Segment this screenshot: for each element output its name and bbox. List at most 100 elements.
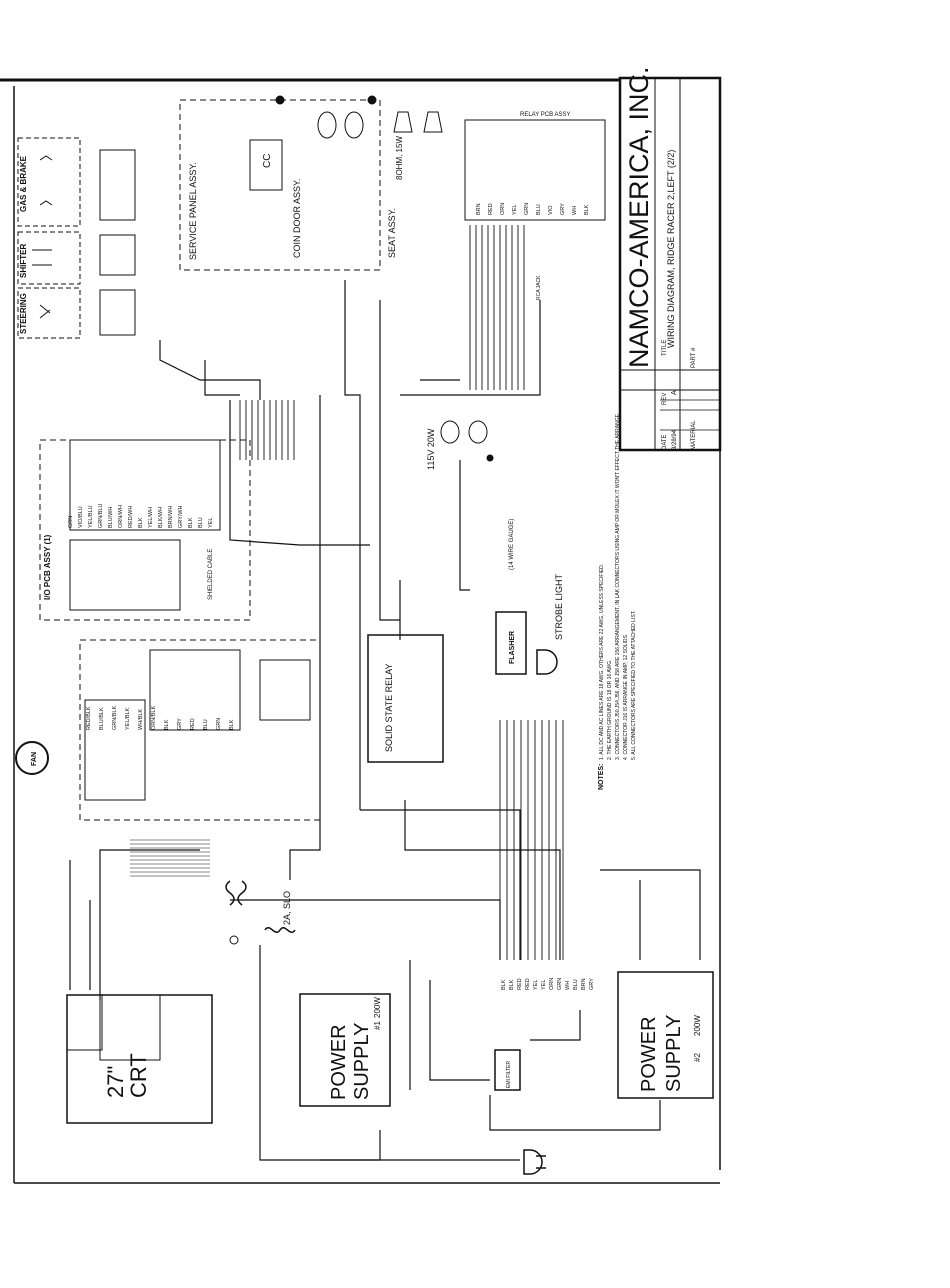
lamp-label: 115V 20W — [426, 428, 436, 470]
relay-pin-label: GRN — [524, 203, 530, 215]
wire-path — [360, 809, 521, 960]
relay-pin-label: RED — [488, 203, 494, 215]
ps2-num: #2 — [693, 1053, 702, 1062]
ps2-watt: 200W — [693, 1015, 702, 1036]
note-5: 5. ALL CONNECTORS ARE SPECIFIED TO THE A… — [631, 610, 637, 760]
io-top-wire-label: YEL/WH — [148, 507, 154, 528]
io-top-wire-label: ORN/WH — [118, 505, 124, 528]
io-top-wire-label: BRN/WH — [168, 506, 174, 528]
service-panel-label: SERVICE PANEL ASSY. — [188, 162, 198, 260]
fuse-transformer — [225, 880, 296, 945]
relay-pin-label: BRN — [476, 203, 482, 215]
wiring-harness — [69, 225, 701, 1161]
psu-wire-label: BLK — [501, 979, 507, 990]
relay-pin-label: YEL — [512, 205, 518, 215]
relay-pin-label: ORN — [500, 203, 506, 215]
crt-size: 27" — [103, 1066, 128, 1098]
wire-path — [99, 849, 200, 1000]
strobe-light — [536, 649, 558, 675]
io-bottom-wire-label: WH/BLK — [138, 709, 144, 730]
io-top-wire-label: YEL — [208, 518, 214, 528]
gas-brake-label: GAS & BRAKE — [19, 155, 28, 212]
wire-path — [530, 1010, 581, 1041]
io-bottom-wire-label: YEL/BLK — [125, 707, 131, 730]
ssr-label: SOLID STATE RELAY — [384, 663, 394, 752]
io-top-wire-label: BLK — [138, 517, 144, 528]
note-2: 2. THE EARTH GROUND IS 18 OR 16 AWG. — [607, 660, 613, 761]
relay-pin-label: BLU — [536, 204, 542, 215]
steering-label: STEERING — [19, 293, 28, 334]
part-label: PART # — [691, 347, 697, 368]
fuse-label: 2A, SLO — [282, 891, 292, 925]
psu-wire-label: RED — [525, 978, 531, 990]
wire-path — [404, 800, 561, 960]
notes: NOTES: 1. ALL DC AND AC LINES ARE 18 AWG… — [598, 413, 637, 790]
fan — [15, 741, 49, 775]
speaker-label: 8OHM, 15W — [395, 136, 404, 180]
io-bottom-wire-label: GRN — [216, 718, 222, 730]
lamps — [440, 420, 494, 462]
title-field-label: TITLE — [662, 340, 668, 356]
psu-wire-label: GRN — [557, 978, 563, 990]
wire-path — [379, 300, 400, 621]
power-supply-2-box — [617, 971, 714, 1099]
note-3: 3. CONNECTORS J50,J54,J56, AND J58 ARE 1… — [615, 413, 621, 760]
date-value: 3/28/94 — [672, 429, 678, 450]
io-top-wire-label: BLK/WH — [158, 507, 164, 528]
upper-assemblies — [179, 95, 606, 271]
wire-path — [429, 980, 490, 1081]
io-top-wire-label: GRN — [68, 516, 74, 528]
wire-path — [229, 400, 370, 546]
emi-filter-label: EMI FILTER — [506, 1060, 512, 1088]
company-name: NAMCO-AMERICA, INC. — [624, 66, 654, 368]
note-4: 4. CONNECTOR J16 IS ARRANGE IN AMP, 12 S… — [623, 634, 629, 760]
relay-pcb-label: RELAY PCB ASSY — [520, 112, 570, 118]
ac-plug — [523, 1149, 546, 1175]
power-supply-1-box — [299, 993, 391, 1107]
ps1-power: POWER — [328, 1024, 350, 1100]
coin-door-label: COIN DOOR ASSY. — [292, 179, 302, 258]
io-bottom-wire-label: RED/BLK — [86, 706, 92, 730]
flasher — [495, 611, 527, 675]
psu-wire-label: BRN — [581, 978, 587, 990]
io-top-wire-label: BLU — [198, 517, 204, 528]
io-top-wire-label: VIO/BLU — [78, 506, 84, 528]
date-label: DATE — [662, 434, 668, 450]
cc-label: CC — [262, 154, 273, 168]
relay-pin-label: BLK — [584, 204, 590, 215]
psu-wire-label: WH — [565, 981, 571, 990]
note-1: 1. ALL DC AND AC LINES ARE 18 AWG, OTHER… — [599, 564, 605, 760]
io-bottom-wire-label: ORN/BLK — [151, 706, 157, 730]
wire-path — [400, 300, 541, 396]
relay-pin-label: GRY — [560, 203, 566, 215]
emi-filter — [494, 1049, 521, 1091]
wire-path — [204, 360, 240, 396]
io-pcb — [39, 439, 251, 621]
notes-heading: NOTES: — [598, 764, 605, 790]
ps1-watt: 200W — [373, 997, 382, 1018]
wire-path — [600, 869, 701, 960]
psu-wire-label: ORN — [549, 978, 555, 990]
shifter-label: SHIFTER — [19, 244, 28, 278]
io-top-wire-label: RED/WH — [128, 506, 134, 528]
wire-path — [230, 899, 501, 960]
io-bottom-wire-label: BLU/BLK — [99, 707, 105, 730]
io-top-wire-label: GRY/WH — [178, 505, 184, 528]
psu-wire-label: GRY — [589, 978, 595, 990]
crt-label: CRT — [126, 1053, 151, 1098]
drawing-title: WIRING DIAGRAM, RIDGE RACER 2,LEFT (2/2) — [666, 150, 676, 348]
psu-wire-label: YEL — [533, 980, 539, 990]
io-bottom-wire-label: BLU — [203, 719, 209, 730]
ps1-supply: SUPPLY — [351, 1023, 373, 1100]
rca-jack-label: RCA JACK — [536, 275, 542, 300]
io-top-wire-label: BLU/WH — [108, 507, 114, 528]
rev-value: A — [671, 390, 678, 395]
wire-gauge-label: (14 WIRE GAUGE) — [509, 519, 515, 570]
title-block: NAMCO-AMERICA, INC. TITLE WIRING DIAGRAM… — [618, 66, 722, 452]
psu-wire-label: YEL — [541, 980, 547, 990]
wire-path — [289, 395, 321, 880]
relay-pin-label: VIO — [548, 205, 554, 215]
